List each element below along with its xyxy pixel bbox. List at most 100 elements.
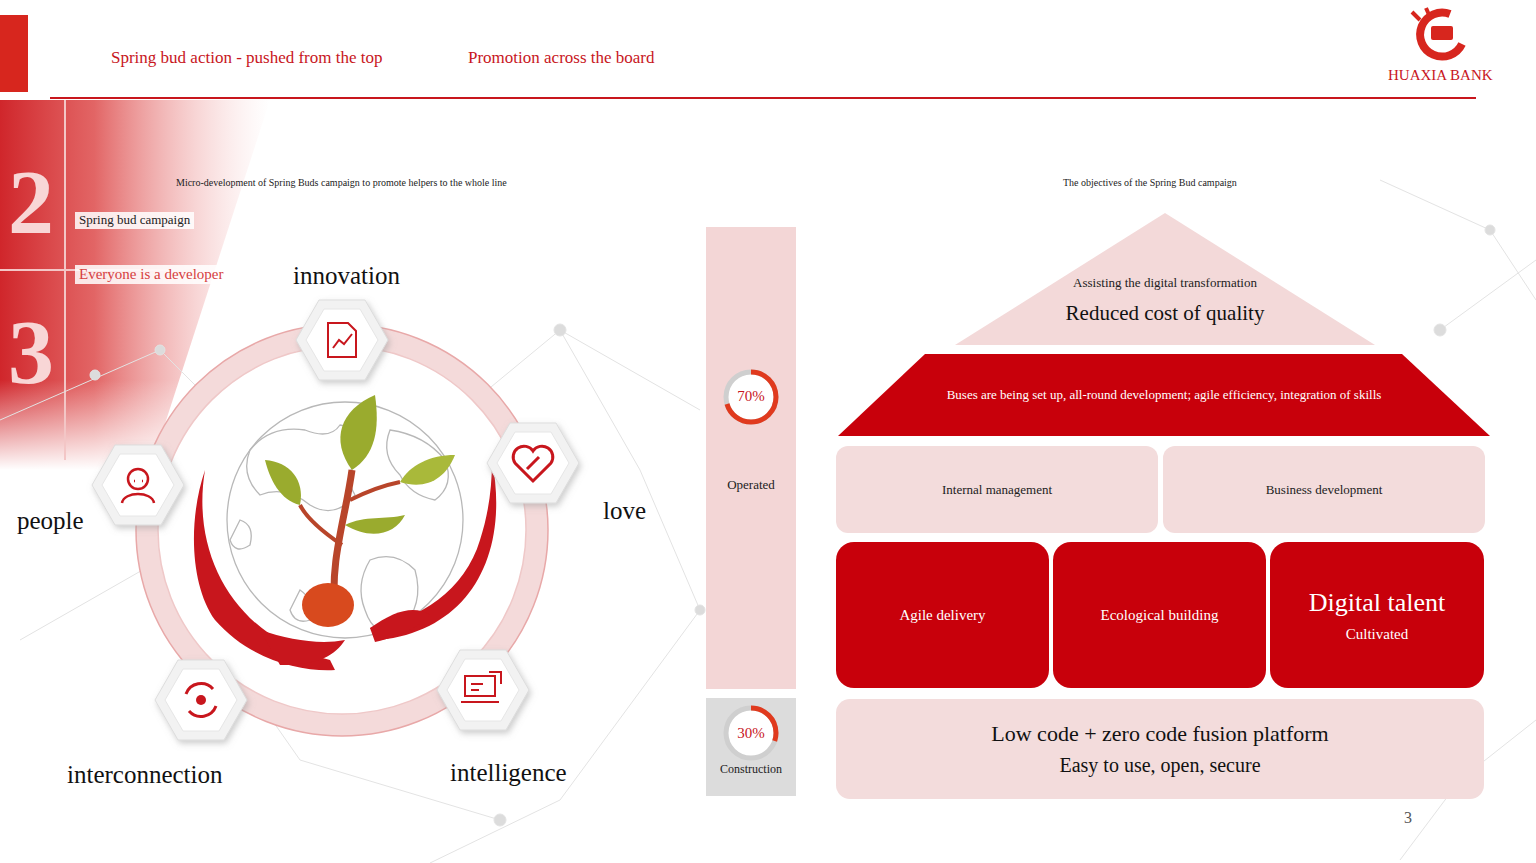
- ring-illustration: [136, 324, 548, 736]
- sprout: [302, 583, 354, 627]
- bank-logo: [1412, 8, 1462, 57]
- gauge-ring: [726, 372, 776, 422]
- hex-interconnection: [155, 660, 247, 740]
- cupping-hands: [194, 470, 335, 670]
- gauge-ring: [726, 708, 776, 758]
- sprout: [400, 455, 455, 485]
- node-text: Internal management: [942, 482, 1052, 498]
- node-text: Agile delivery: [899, 606, 985, 624]
- gauge-ring: [706, 227, 796, 689]
- node-text: Reduced cost of quality: [1066, 301, 1265, 326]
- band-trapezoid: Buses are being set up, all-round develo…: [838, 354, 1490, 436]
- hex-interconnection: [196, 695, 206, 705]
- gauge-ring: [706, 698, 796, 796]
- node-outline: [838, 354, 1490, 436]
- network-texture: [90, 370, 100, 380]
- value-word: people: [17, 507, 84, 536]
- hex-innovation: [328, 323, 356, 357]
- network-texture: [1485, 225, 1495, 235]
- hex-interconnection: [155, 660, 247, 740]
- hex-innovation: [296, 300, 388, 380]
- hex-love: [487, 423, 579, 503]
- hex-people: [92, 445, 184, 525]
- foundation-box: Digital talentCultivated: [1270, 542, 1484, 688]
- section-caption: Micro-development of Spring Buds campaig…: [176, 177, 507, 189]
- calendar-backdrop: [64, 100, 66, 460]
- hex-intelligence: [437, 650, 529, 730]
- foundation-box: Agile delivery: [836, 542, 1049, 688]
- network-texture: [695, 605, 705, 615]
- node-text: Assisting the digital transformation: [1073, 275, 1257, 291]
- foundation-box: Ecological building: [1053, 542, 1266, 688]
- hex-love: [487, 423, 579, 503]
- hex-innovation: [306, 309, 378, 371]
- network-texture: [0, 180, 1536, 863]
- node-text: Business development: [1266, 482, 1383, 498]
- network-texture: [554, 324, 566, 336]
- cupping-hands: [370, 610, 430, 642]
- header-tab: [0, 15, 28, 92]
- header-rule: [50, 97, 1476, 99]
- hex-innovation: [296, 300, 388, 380]
- campaign-name: Spring bud campaign: [75, 212, 194, 229]
- platform-base: Low code + zero code fusion platformEasy…: [836, 699, 1484, 799]
- gauge-ring: [726, 708, 776, 758]
- hex-intelligence: [447, 659, 519, 721]
- hex-intelligence: [461, 672, 501, 702]
- network-texture: [1440, 260, 1536, 330]
- hex-people: [128, 469, 148, 489]
- hex-love: [513, 446, 553, 481]
- node-text: 30%: [737, 724, 765, 742]
- network-texture: [155, 345, 165, 355]
- sprout: [350, 482, 400, 500]
- hex-people: [102, 454, 174, 516]
- gauge-ring: [726, 372, 776, 422]
- ring-illustration: [136, 324, 548, 736]
- hex-people: [122, 481, 154, 503]
- node-text: Digital talent: [1309, 587, 1445, 618]
- value-word: innovation: [293, 262, 400, 291]
- network-texture: [1434, 324, 1446, 336]
- cupping-hands: [194, 460, 496, 670]
- globe: [230, 520, 251, 549]
- hex-intelligence: [437, 650, 529, 730]
- sprout: [340, 395, 376, 470]
- header-tab-text: Spring bud action - pushed from the top: [107, 47, 387, 69]
- header-tab-text: Promotion across the board: [464, 47, 659, 69]
- hex-love: [497, 432, 569, 494]
- node-text: Cultivated: [1346, 625, 1409, 643]
- cupping-hands: [370, 460, 496, 640]
- sprout: [300, 505, 342, 545]
- bank-logo: [1420, 13, 1462, 57]
- node-text: Construction: [720, 762, 782, 776]
- value-word: intelligence: [450, 759, 567, 788]
- node-text: Buses are being set up, all-round develo…: [947, 387, 1382, 403]
- node-outline: [955, 213, 1375, 345]
- cupping-hands: [260, 630, 345, 665]
- logo-text: HUAXIA BANK: [1388, 67, 1493, 84]
- value-word: interconnection: [67, 761, 223, 790]
- hex-interconnection: [165, 669, 237, 731]
- hex-interconnection: [186, 684, 216, 717]
- bank-logo: [1412, 8, 1430, 20]
- pillar-box: Business development: [1163, 446, 1485, 533]
- pillar-box: Internal management: [836, 446, 1158, 533]
- network-texture: [1380, 180, 1536, 300]
- node-text: 70%: [737, 387, 765, 405]
- progress-bar: 70% Operated: [706, 227, 796, 689]
- node-text: Low code + zero code fusion platform: [991, 721, 1328, 747]
- network-texture: [494, 814, 506, 826]
- roof-triangle: Assisting the digital transformationRedu…: [955, 213, 1375, 345]
- page-number: 3: [1404, 809, 1412, 827]
- node-text: Ecological building: [1101, 606, 1219, 624]
- node-text: Operated: [727, 477, 775, 493]
- sprout: [265, 460, 301, 505]
- section-caption: The objectives of the Spring Bud campaig…: [1063, 177, 1237, 189]
- calendar-digit: 3: [8, 300, 54, 406]
- sprout: [345, 515, 405, 534]
- progress-box: 30% Construction: [706, 698, 796, 796]
- value-word: love: [603, 497, 646, 526]
- node-text: Easy to use, open, secure: [1059, 753, 1260, 777]
- slogan: Everyone is a developer: [75, 265, 228, 284]
